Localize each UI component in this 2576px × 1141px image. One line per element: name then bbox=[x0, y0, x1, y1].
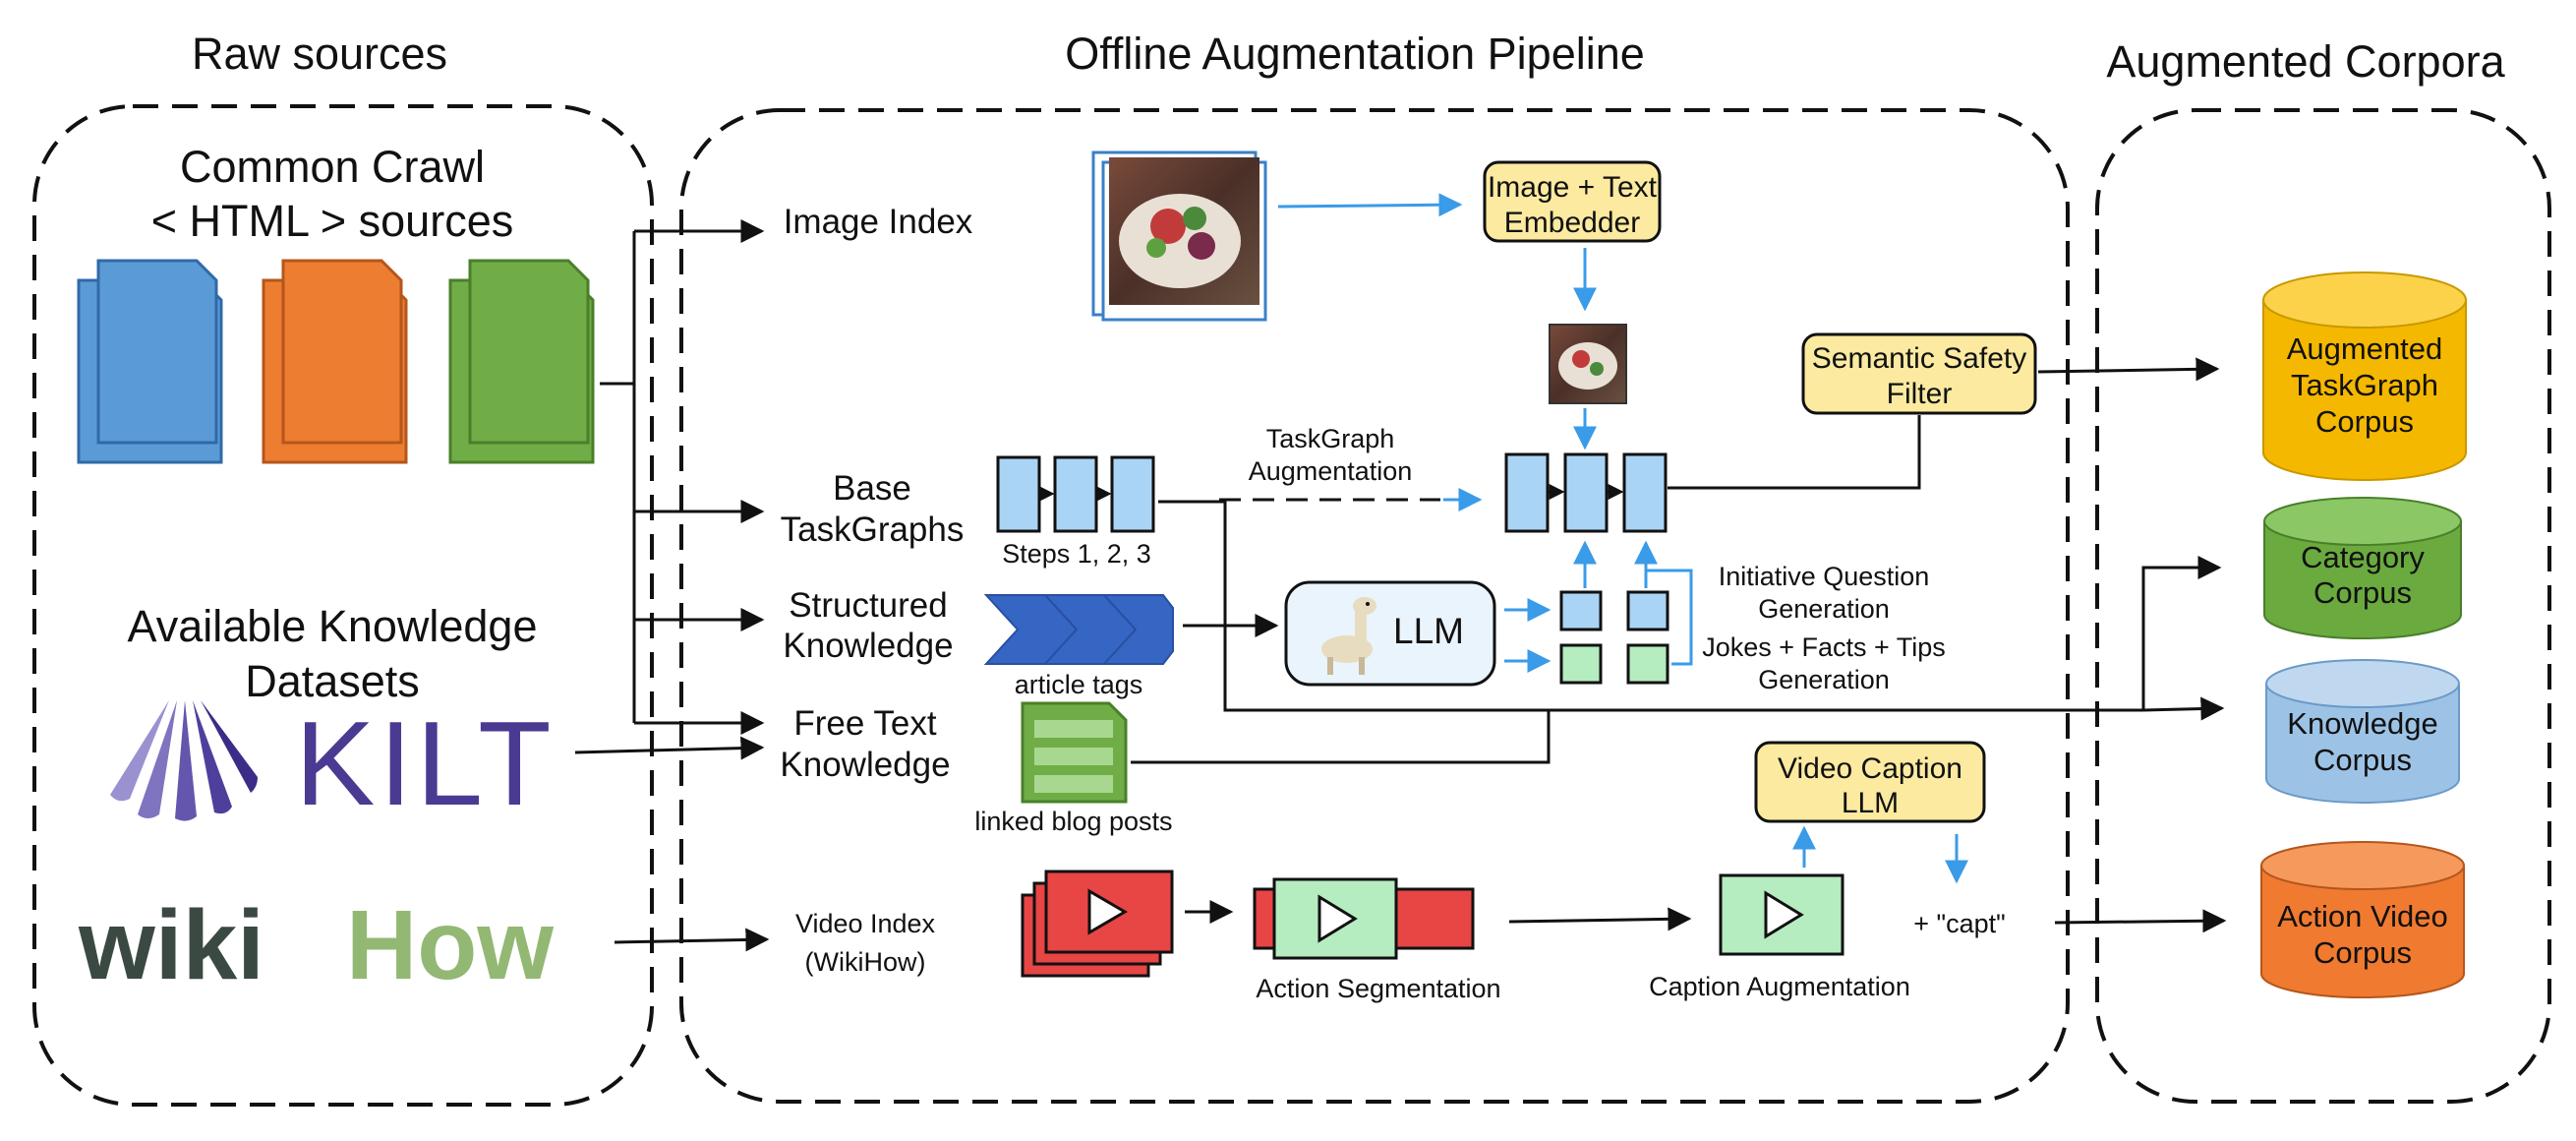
initiative-question-label-2: Generation bbox=[1758, 594, 1890, 624]
semantic-safety-filter-box: Semantic Safety Filter bbox=[1801, 332, 2037, 415]
header-corpora: Augmented Corpora bbox=[2106, 36, 2505, 87]
llm-label: LLM bbox=[1393, 611, 1464, 651]
wikihow-logo: wiki How bbox=[78, 890, 554, 1000]
video-index-label-1: Video Index bbox=[795, 909, 936, 938]
video-caption-label-2: LLM bbox=[1842, 787, 1899, 819]
steps-label: Steps 1, 2, 3 bbox=[1002, 539, 1151, 569]
category-corpus-label-2: Corpus bbox=[2313, 575, 2412, 610]
raw-sources-connectors bbox=[574, 219, 770, 952]
capt-label: + "capt" bbox=[1913, 909, 2005, 938]
segmentation-to-caption-arrow bbox=[1508, 907, 1692, 931]
embedder-label-2: Embedder bbox=[1504, 207, 1640, 239]
kilt-logo: KILT bbox=[110, 696, 556, 830]
knowledge-datasets-subtitle: Datasets bbox=[245, 656, 420, 706]
action-segmentation-label: Action Segmentation bbox=[1256, 974, 1500, 1003]
base-taskgraphs-label-2: TaskGraphs bbox=[781, 510, 965, 549]
html-doc-green-icon bbox=[448, 259, 595, 464]
structured-knowledge-label-2: Knowledge bbox=[783, 627, 953, 665]
jokes-label-1: Jokes + Facts + Tips bbox=[1702, 632, 1946, 662]
action-video-corpus-label-1: Action Video bbox=[2277, 899, 2448, 933]
raw-sources-panel bbox=[32, 104, 654, 1107]
taskgraph-corpus-label-3: Corpus bbox=[2315, 404, 2414, 439]
linked-blog-posts-label: linked blog posts bbox=[974, 807, 1172, 836]
safety-label-1: Semantic Safety bbox=[1812, 342, 2026, 375]
common-crawl-subtitle: < HTML > sources bbox=[151, 196, 513, 246]
taskgraph-corpus-cylinder: Augmented TaskGraph Corpus bbox=[2262, 271, 2467, 481]
safety-label-2: Filter bbox=[1887, 378, 1953, 410]
taskgraph-corpus-label-1: Augmented bbox=[2287, 331, 2443, 366]
taskgraph-corpus-label-2: TaskGraph bbox=[2291, 368, 2438, 402]
knowledge-datasets-title: Available Knowledge bbox=[128, 601, 538, 651]
header-raw-sources: Raw sources bbox=[192, 29, 447, 79]
jokes-facts-tips-nodes bbox=[1559, 643, 1669, 685]
pipeline-panel bbox=[679, 108, 2070, 1104]
structured-knowledge-label-1: Structured bbox=[789, 586, 947, 625]
free-text-knowledge-label-1: Free Text bbox=[793, 704, 937, 743]
taskgraph-aug-label-2: Augmentation bbox=[1249, 456, 1413, 486]
food-photo-thumbnail bbox=[1091, 150, 1267, 322]
augmented-taskgraph-steps bbox=[1504, 452, 1668, 533]
knowledge-corpus-label-1: Knowledge bbox=[2287, 706, 2437, 741]
html-doc-orange-icon bbox=[262, 259, 408, 464]
video-index-label-2: (WikiHow) bbox=[805, 947, 926, 977]
initiative-question-nodes bbox=[1559, 590, 1669, 631]
free-text-knowledge-label-2: Knowledge bbox=[780, 746, 950, 784]
video-caption-llm-box: Video Caption LLM bbox=[1754, 741, 1986, 823]
wikihow-how-text: How bbox=[346, 890, 554, 1000]
linked-blog-posts-icon bbox=[1021, 701, 1128, 804]
small-food-thumbnail bbox=[1549, 324, 1627, 404]
image-to-embedder-arrow bbox=[1277, 193, 1463, 217]
caption-augmentation-icon bbox=[1719, 873, 1844, 956]
knowledge-corpus-label-2: Corpus bbox=[2313, 743, 2412, 777]
article-tags-chevrons bbox=[983, 594, 1174, 665]
knowledge-bus-connector bbox=[1158, 500, 2225, 721]
common-crawl-title: Common Crawl bbox=[180, 142, 485, 192]
capt-to-video-corpus-arrow bbox=[2054, 909, 2227, 933]
action-video-corpus-cylinder: Action Video Corpus bbox=[2260, 841, 2465, 998]
jokes-feedback-connector bbox=[1646, 569, 1693, 666]
category-corpus-label-1: Category bbox=[2301, 540, 2425, 574]
jokes-label-2: Generation bbox=[1758, 665, 1890, 694]
wikihow-wiki-text: wiki bbox=[78, 890, 264, 1000]
kilt-logo-text: KILT bbox=[295, 696, 556, 830]
video-stack-icon bbox=[1021, 870, 1174, 978]
caption-augmentation-label: Caption Augmentation bbox=[1649, 972, 1910, 1001]
llama-icon bbox=[1321, 597, 1376, 675]
initiative-question-label-1: Initiative Question bbox=[1719, 562, 1930, 591]
taskgraph-aug-label-1: TaskGraph bbox=[1266, 424, 1395, 453]
corpora-panel bbox=[2095, 108, 2551, 1104]
base-taskgraph-steps bbox=[996, 455, 1155, 533]
embedder-label-1: Image + Text bbox=[1488, 171, 1658, 204]
html-doc-blue-icon bbox=[77, 259, 223, 464]
llm-box: LLM bbox=[1284, 580, 1496, 687]
action-video-corpus-label-2: Corpus bbox=[2313, 935, 2412, 970]
base-taskgraphs-label-1: Base bbox=[833, 469, 911, 508]
filter-to-taskgraph-corpus-arrow bbox=[2037, 357, 2220, 382]
article-tags-label: article tags bbox=[1015, 670, 1143, 699]
header-pipeline: Offline Augmentation Pipeline bbox=[1065, 29, 1645, 79]
taskgraph-to-filter-connector bbox=[1668, 415, 1921, 490]
video-caption-label-1: Video Caption bbox=[1778, 752, 1962, 785]
image-index-label: Image Index bbox=[784, 203, 973, 241]
blog-to-bus-connector bbox=[1131, 710, 1551, 764]
category-corpus-cylinder: Category Corpus bbox=[2263, 497, 2462, 639]
knowledge-corpus-cylinder: Knowledge Corpus bbox=[2265, 659, 2460, 804]
action-segmentation-icon bbox=[1253, 877, 1475, 960]
embedder-box: Image + Text Embedder bbox=[1483, 160, 1662, 243]
